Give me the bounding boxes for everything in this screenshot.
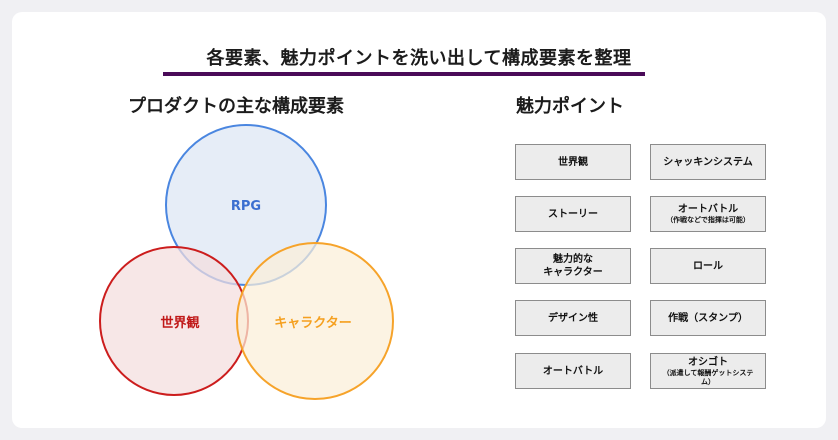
circle-character-shape	[236, 242, 394, 400]
point-label: ロール	[693, 260, 723, 272]
point-box-auto-battle-command: オートバトル （作戦などで指揮は可能）	[650, 196, 766, 232]
point-box-oshigoto: オシゴト （派遣して報酬ゲットシステム）	[650, 353, 766, 389]
point-box-shakkin-system: シャッキンシステム	[650, 144, 766, 180]
point-label: シャッキンシステム	[663, 156, 753, 168]
point-box-world: 世界観	[515, 144, 631, 180]
point-label: ストーリー	[548, 208, 598, 220]
point-label: 世界観	[558, 156, 588, 168]
circle-world-label: 世界観	[160, 315, 199, 331]
appeal-points-heading: 魅力ポイント	[516, 96, 624, 117]
point-label: 魅力的な キャラクター	[543, 254, 603, 278]
circle-character-label: キャラクター	[274, 316, 351, 331]
point-box-story: ストーリー	[515, 196, 631, 232]
page-title: 各要素、魅力ポイントを洗い出して構成要素を整理	[206, 48, 632, 69]
point-label: オートバトル	[542, 365, 604, 377]
components-heading: プロダクトの主な構成要素	[128, 96, 344, 117]
point-label: デザイン性	[548, 312, 598, 324]
point-sublabel: （作戦などで指揮は可能）	[666, 216, 750, 225]
point-box-characters: 魅力的な キャラクター	[515, 248, 631, 284]
point-box-auto-battle: オートバトル	[515, 353, 631, 389]
point-label: オートバトル	[677, 204, 739, 216]
point-box-design: デザイン性	[515, 300, 631, 336]
circle-rpg-label: RPG	[231, 199, 261, 214]
point-box-role: ロール	[650, 248, 766, 284]
title-underline	[163, 72, 645, 76]
point-box-strategy-stamp: 作戦（スタンプ）	[650, 300, 766, 336]
point-sublabel: （派遣して報酬ゲットシステム）	[662, 369, 754, 386]
point-label: 作戦（スタンプ）	[668, 312, 748, 324]
circle-character	[236, 242, 394, 400]
point-label: オシゴト	[688, 357, 728, 369]
